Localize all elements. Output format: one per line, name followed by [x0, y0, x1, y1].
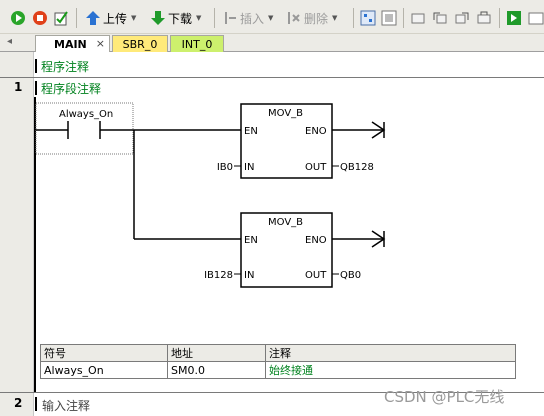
contact-selection-box: [35, 102, 134, 155]
branch-up-icon: [432, 10, 448, 26]
network-number-2: 2: [14, 396, 23, 410]
toolbar-separator: [499, 8, 500, 28]
coil-icon: [476, 10, 492, 26]
branch-down-button[interactable]: [454, 9, 470, 27]
block-2-in-operand[interactable]: IB128: [204, 270, 233, 281]
block-2-eno: ENO: [305, 235, 327, 246]
tab-sbr0-label: SBR_0: [122, 37, 158, 51]
tab-bar: ◂ MAIN × SBR_0 INT_0: [0, 34, 544, 52]
insert-button[interactable]: 插入 ▼: [222, 9, 273, 27]
upload-arrow-icon: [85, 10, 101, 26]
left-power-rail: [34, 97, 36, 392]
always-on-contact[interactable]: [36, 121, 134, 139]
block-1-in-operand[interactable]: IB0: [217, 162, 233, 173]
run-button[interactable]: [10, 9, 26, 27]
network-comment-marker: [35, 81, 37, 95]
program-comment-marker: [35, 59, 37, 73]
network2-comment[interactable]: 输入注释: [42, 399, 91, 413]
gutter-divider: [33, 52, 34, 416]
network-number: 1: [14, 80, 23, 94]
block-1-eno: ENO: [305, 126, 327, 137]
block-2-name: MOV_B: [268, 217, 303, 228]
branch-up-button[interactable]: [432, 9, 448, 27]
upload-label: 上传: [103, 11, 128, 26]
block-1-in: IN: [244, 162, 254, 173]
close-icon[interactable]: ×: [95, 37, 105, 50]
grid-icon: [381, 10, 397, 26]
insert-icon: [222, 10, 238, 26]
tab-main[interactable]: MAIN ×: [35, 35, 110, 52]
tab-int0[interactable]: INT_0: [170, 35, 224, 52]
table-header: 符号: [40, 344, 168, 362]
table-cell-symbol: Always_On: [40, 361, 168, 379]
stop-button[interactable]: [32, 9, 48, 27]
insert-dropdown-icon[interactable]: ▼: [268, 14, 274, 22]
table-cell-address: SM0.0: [167, 361, 266, 379]
toolbar-more-button[interactable]: [528, 9, 544, 27]
toolbar-separator: [403, 8, 404, 28]
toolbar-separator: [76, 8, 77, 28]
compile-icon: [53, 10, 69, 26]
download-dropdown-icon[interactable]: ▼: [196, 14, 202, 22]
block-2-out-operand[interactable]: QB0: [340, 270, 361, 281]
network-button[interactable]: [360, 9, 376, 27]
delete-icon: [286, 10, 302, 26]
delete-button[interactable]: 删除 ▼: [286, 9, 337, 27]
table-row[interactable]: Always_On SM0.0 始终接通: [40, 361, 516, 379]
table-header-row: 符号 地址 注释: [40, 344, 516, 362]
tab-sbr0[interactable]: SBR_0: [112, 35, 168, 52]
output-arrow-icon: [371, 230, 386, 248]
watermark: CSDN @PLC无线: [384, 388, 505, 406]
mov-b-block-1[interactable]: MOV_B EN ENO IN OUT: [240, 103, 333, 179]
program-comment[interactable]: 程序注释: [41, 60, 90, 74]
block-1-out: OUT: [305, 162, 327, 173]
go-arrow-icon: [506, 10, 522, 26]
download-label: 下载: [168, 11, 193, 26]
block-2-en: EN: [244, 235, 258, 246]
output-arrow-icon: [371, 121, 386, 139]
tab-scroll-left-icon[interactable]: ◂: [7, 36, 13, 47]
grid-button[interactable]: [381, 9, 397, 27]
table-header: 注释: [265, 344, 516, 362]
block-1-name: MOV_B: [268, 108, 303, 119]
line-gutter: [0, 52, 33, 416]
toolbar-separator: [353, 8, 354, 28]
box-button[interactable]: [410, 9, 426, 27]
insert-label: 插入: [240, 11, 265, 26]
network-icon: [360, 10, 376, 26]
network-comment[interactable]: 程序段注释: [41, 82, 102, 96]
box-icon: [410, 10, 426, 26]
block-2-out: OUT: [305, 270, 327, 281]
toolbar: 上传 ▼ 下载 ▼ 插入 ▼ 删除 ▼: [0, 0, 544, 34]
network-separator: [0, 392, 544, 393]
upload-button[interactable]: 上传 ▼: [85, 9, 136, 27]
table-header: 地址: [167, 344, 266, 362]
download-arrow-icon: [150, 10, 166, 26]
block-1-out-operand[interactable]: QB128: [340, 162, 374, 173]
toolbar-separator: [214, 8, 215, 28]
delete-label: 删除: [304, 11, 329, 26]
delete-dropdown-icon[interactable]: ▼: [332, 14, 338, 22]
table-cell-comment: 始终接通: [265, 361, 516, 379]
compile-button[interactable]: [53, 9, 69, 27]
network2-comment-marker: [35, 397, 37, 411]
tab-int0-label: INT_0: [181, 37, 213, 51]
network-separator: [0, 77, 544, 78]
download-button[interactable]: 下载 ▼: [150, 9, 201, 27]
coil-button[interactable]: [476, 9, 492, 27]
go-button[interactable]: [506, 9, 522, 27]
block-1-en: EN: [244, 126, 258, 137]
upload-dropdown-icon[interactable]: ▼: [131, 14, 137, 22]
stop-icon: [32, 10, 48, 26]
symbol-table: 符号 地址 注释 Always_On SM0.0 始终接通: [40, 344, 516, 379]
contact-label: Always_On: [59, 109, 113, 120]
tab-main-label: MAIN: [54, 37, 87, 51]
branch-down-icon: [454, 10, 470, 26]
block-2-in: IN: [244, 270, 254, 281]
mov-b-block-2[interactable]: MOV_B EN ENO IN OUT: [240, 212, 333, 288]
more-icon: [528, 10, 544, 26]
run-icon: [10, 10, 26, 26]
